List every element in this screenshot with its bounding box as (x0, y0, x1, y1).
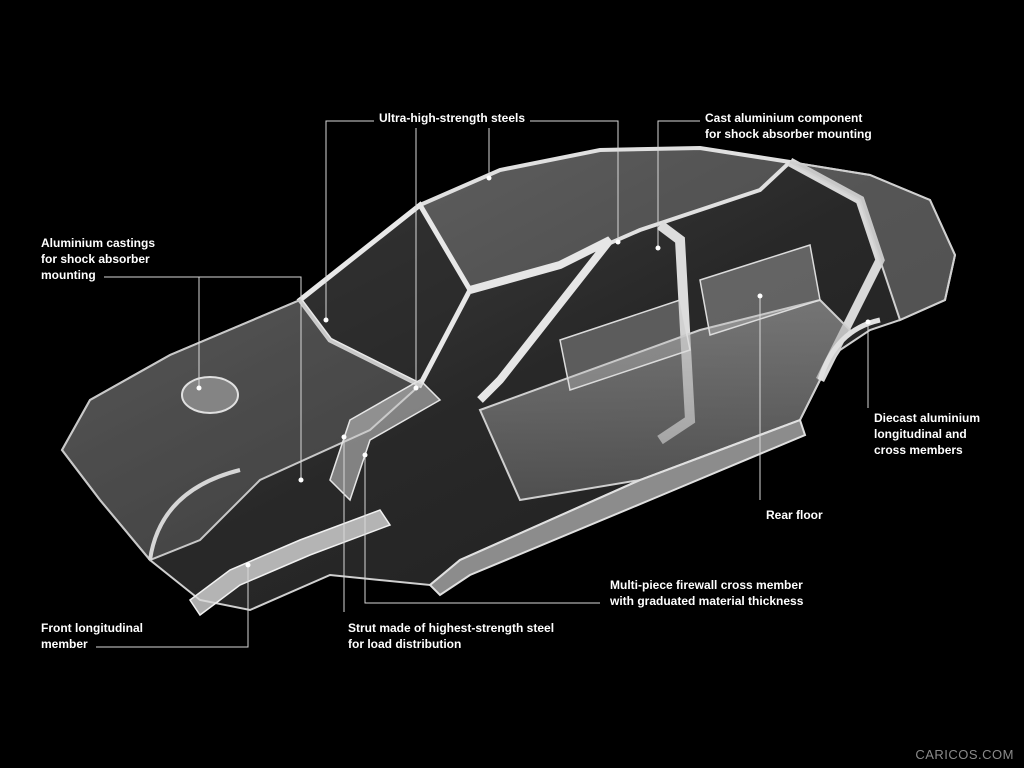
dot-rear-floor (757, 293, 763, 299)
label-line: Front longitudinal (41, 621, 143, 635)
leader-ultra-high-strength (325, 120, 374, 320)
front-seat-cross-member (559, 299, 691, 391)
label-ultra-high-strength-steels: Ultra-high-strength steels (379, 110, 525, 126)
leader-front-longitudinal (96, 565, 249, 648)
dot-front-longitudinal (245, 562, 251, 568)
rear-cross-member (699, 244, 821, 336)
label-cast-aluminium-component: Cast aluminium component for shock absor… (705, 110, 872, 142)
leader-firewall (364, 455, 600, 604)
label-firewall-cross-member: Multi-piece firewall cross member with g… (610, 577, 803, 609)
label-line: Diecast aluminium (874, 411, 981, 425)
dot-ultra-4 (486, 175, 492, 181)
dot-ultra-2 (615, 239, 621, 245)
leader-ultra-high-strength-2 (530, 120, 619, 242)
label-line: Multi-piece firewall cross member (610, 578, 803, 592)
leader-lines (96, 120, 869, 648)
dot-castings-2 (196, 385, 202, 391)
firewall-strut (329, 379, 442, 502)
label-rear-floor: Rear floor (766, 507, 823, 523)
label-strut: Strut made of highest-strength steel for… (348, 620, 554, 652)
dot-strut (341, 434, 347, 440)
label-diecast-aluminium: Diecast aluminium longitudinal and cross… (874, 410, 980, 458)
label-front-longitudinal-member: Front longitudinal member (41, 620, 143, 652)
rear-wheel-arch (817, 317, 881, 381)
label-line: Rear floor (766, 508, 823, 522)
front-longitudinal-member (188, 509, 392, 617)
label-line: cross members (874, 443, 963, 457)
front-wheel-arch (148, 468, 241, 561)
label-line: Cast aluminium component (705, 111, 863, 125)
label-aluminium-castings: Aluminium castings for shock absorber mo… (41, 235, 155, 283)
dot-castings-1 (298, 477, 304, 483)
label-line: for load distribution (348, 637, 462, 651)
dot-ultra-3 (413, 385, 419, 391)
label-line: member (41, 637, 88, 651)
shock-tower (181, 376, 239, 414)
dot-ultra-1 (323, 317, 329, 323)
label-line: for shock absorber (41, 252, 150, 266)
label-line: longitudinal and (874, 427, 967, 441)
dot-firewall (362, 452, 368, 458)
dot-diecast (865, 319, 871, 325)
leader-aluminium-castings (104, 276, 302, 480)
leader-dots (196, 175, 871, 568)
dot-cast-aluminium (655, 245, 661, 251)
label-line: mounting (41, 268, 96, 282)
side-sill (428, 418, 807, 597)
label-line: Strut made of highest-strength steel (348, 621, 555, 635)
label-line: with graduated material thickness (610, 594, 804, 608)
watermark: CARICOS.COM (915, 747, 1014, 762)
rear-deck (789, 161, 957, 322)
leader-cast-aluminium (657, 120, 700, 248)
label-line: Aluminium castings (41, 236, 156, 250)
label-line: Ultra-high-strength steels (379, 111, 526, 125)
a-pillar (468, 236, 614, 403)
label-line: for shock absorber mounting (705, 127, 872, 141)
car-body (60, 145, 957, 617)
